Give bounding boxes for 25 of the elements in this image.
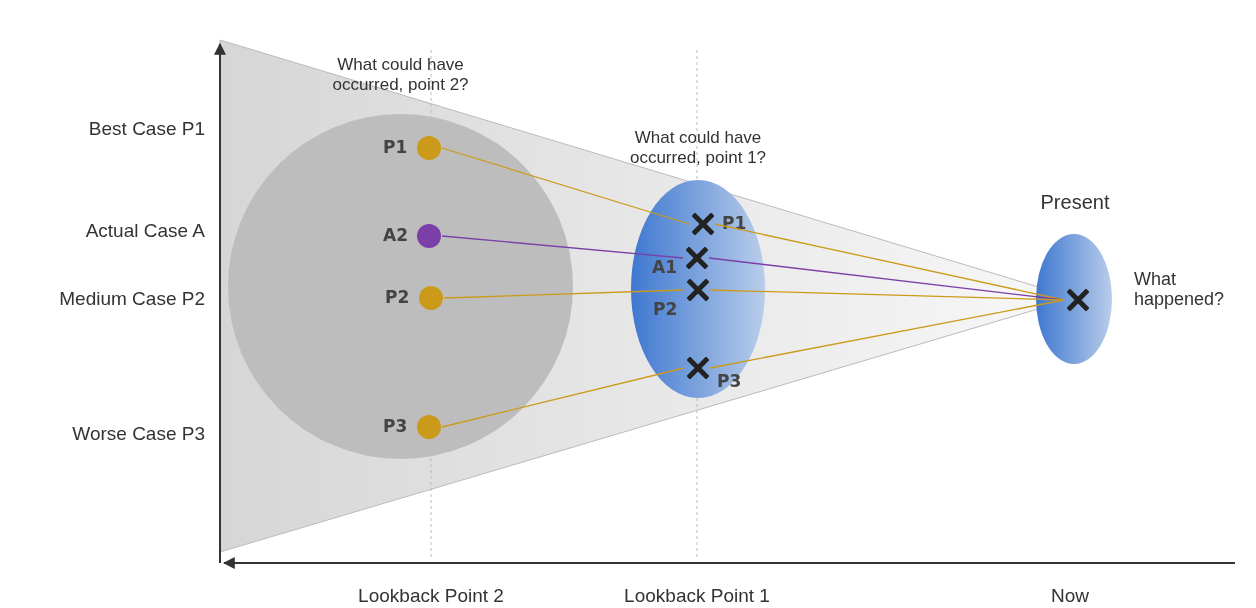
connector-line <box>441 235 684 259</box>
point-label: P1 <box>722 213 747 233</box>
connector-line <box>709 289 1065 301</box>
heading: What could have occurred, point 2? <box>331 55 470 95</box>
point-label: P1 <box>383 137 408 157</box>
connector-line <box>441 367 685 428</box>
side-note: What happened? <box>1134 269 1226 309</box>
case-label: Best Case P1 <box>88 118 205 140</box>
point-label: A1 <box>652 257 677 277</box>
case-label: Worse Case P3 <box>72 423 205 445</box>
axis-label: Lookback Point 1 <box>623 585 771 607</box>
point-label: P2 <box>653 299 678 319</box>
axis-label: Now <box>1050 585 1090 607</box>
heading: What could have occurred, point 1? <box>628 128 768 168</box>
connector-line <box>709 299 1065 369</box>
point-label: P2 <box>385 287 410 307</box>
heading: Present <box>1039 192 1111 212</box>
point-label: P3 <box>717 371 742 391</box>
case-label: Medium Case P2 <box>59 288 205 310</box>
point-label: P3 <box>383 416 408 436</box>
point-label: A2 <box>383 225 408 245</box>
axis-label: Lookback Point 2 <box>357 585 505 607</box>
connector-line <box>443 289 685 299</box>
case-label: Actual Case A <box>85 220 205 242</box>
connector-line <box>441 147 690 225</box>
